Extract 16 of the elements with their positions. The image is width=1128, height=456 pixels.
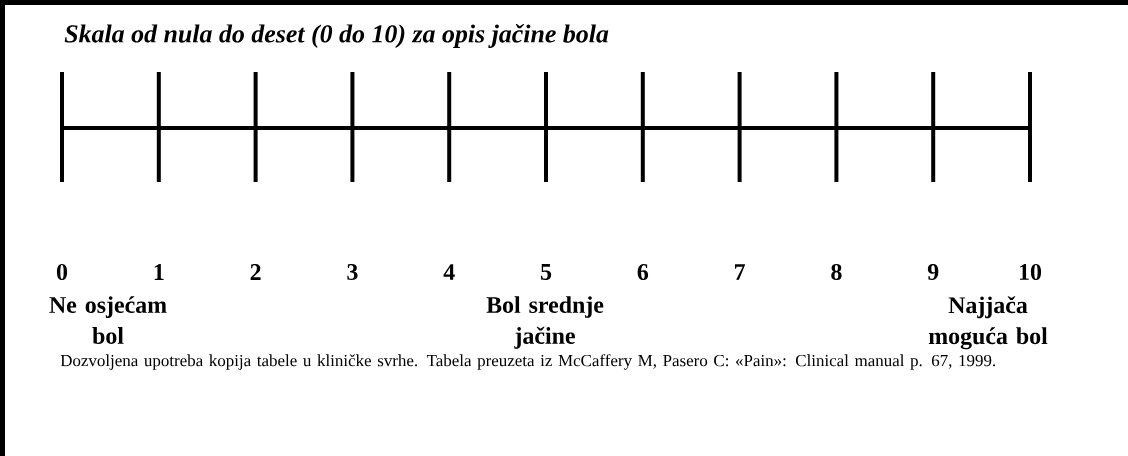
scale-number: 5 <box>541 264 552 280</box>
scale-number: 4 <box>443 264 455 280</box>
title: Skala od nula do deset (0 do 10) za opis jačine bola <box>64 24 609 48</box>
scale-number: 8 <box>831 263 842 281</box>
scale-number: 9 <box>927 263 939 280</box>
anchor-label: Bol srednje jačine <box>486 296 604 349</box>
anchor-label: Ne osjećam bol <box>49 296 167 344</box>
scale-number: 0 <box>56 263 68 281</box>
scale-number: 1 <box>154 264 164 280</box>
caption: Dozvoljena upotreba kopija tabele u kliničke svrhe. Tabela preuzeta iz McCaffery M, Pasero C: «Pain»: Clinical manual p. 67, 1999. <box>60 354 996 370</box>
scale-number: 10 <box>1019 263 1042 281</box>
scale-number: 3 <box>347 263 358 280</box>
scale-number: 7 <box>735 264 745 280</box>
scale-number: 6 <box>637 263 649 280</box>
scale-number: 2 <box>250 264 261 280</box>
anchor-label: Najjača moguća bol <box>928 296 1048 350</box>
